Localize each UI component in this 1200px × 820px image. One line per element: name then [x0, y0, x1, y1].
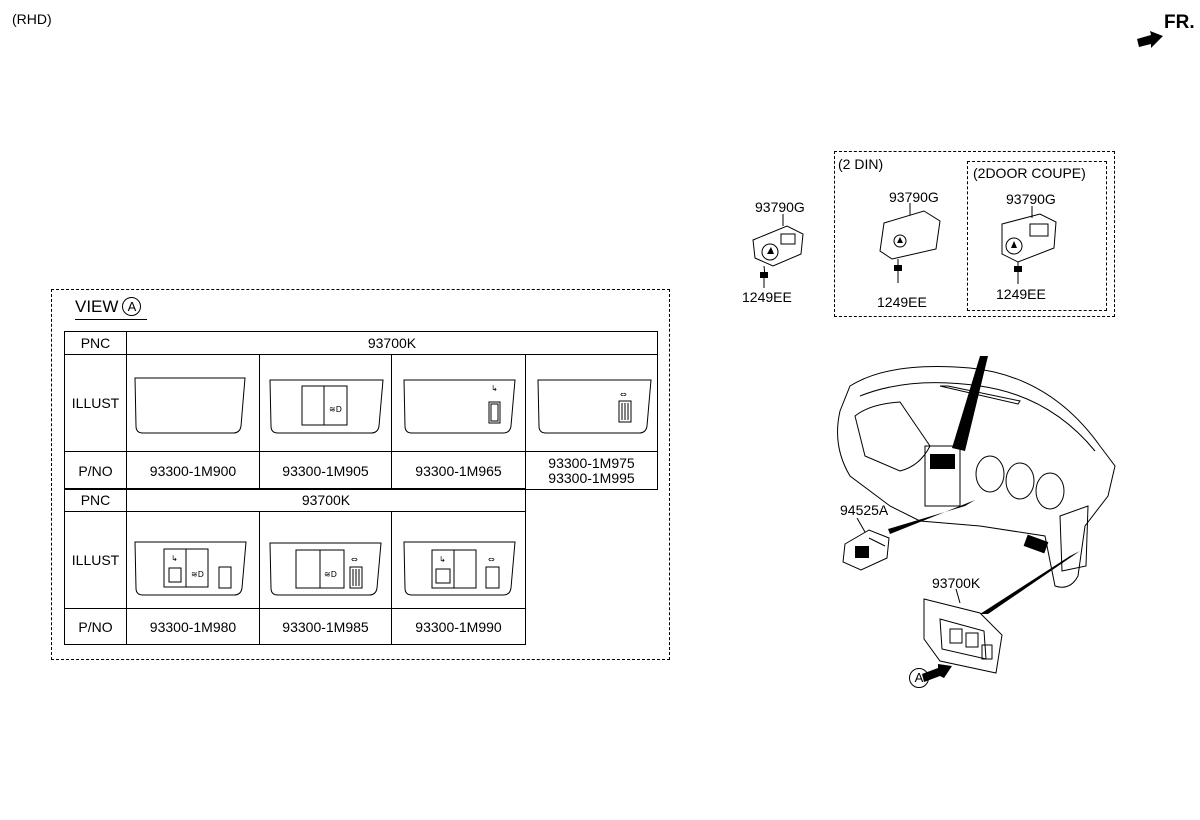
part-number: 93300-1M905: [259, 451, 392, 490]
view-title-text: VIEW: [75, 297, 119, 316]
connector-illustration: [842, 518, 890, 571]
illust-cell: ≋D ⇔: [259, 511, 392, 609]
illust-header: ILLUST: [64, 354, 127, 452]
svg-text:↳: ↳: [439, 555, 446, 564]
arrow-icon: [1137, 31, 1163, 48]
svg-text:≋D: ≋D: [324, 570, 337, 579]
part-number: 93300-1M975: [548, 454, 635, 471]
part-label-switch: 93790G: [889, 189, 939, 205]
panel-part-label: 93700K: [932, 575, 981, 591]
switch-din-illustration: [879, 203, 941, 283]
pnc-value: 93700K: [126, 331, 658, 355]
coupe-group-title: (2DOOR COUPE): [973, 165, 1086, 181]
part-number: 93300-1M900: [126, 451, 260, 490]
part-number: 93300-1M985: [259, 608, 392, 645]
screw-label: 1249EE: [996, 286, 1046, 302]
dashboard-illustration: [837, 356, 1116, 614]
usb-aux-panel-illustration: ⇔: [537, 379, 652, 433]
panel-illustration: [923, 589, 1003, 674]
illust-cell: ↳ ≋D: [126, 511, 260, 609]
parts-table-1: PNC 93700K ILLUST ≋D ↳: [64, 331, 658, 490]
illust-cell: ↳: [391, 354, 526, 452]
coupe-group-frame: [967, 161, 1107, 311]
blank-panel-illustration: [134, 377, 246, 433]
svg-text:≋D: ≋D: [329, 405, 342, 414]
pno-header: P/NO: [64, 608, 127, 645]
illust-cell: ≋D: [259, 354, 392, 452]
pnc-header: PNC: [64, 488, 127, 512]
illust-cell: ⇔: [525, 354, 658, 452]
part-label-switch: 93790G: [1006, 191, 1056, 207]
switch-panel-illustration: ≋D: [269, 379, 384, 433]
svg-text:⇔: ⇔: [488, 555, 495, 564]
connector-part-label: 94525A: [840, 502, 889, 518]
svg-text:⇔: ⇔: [620, 390, 627, 399]
illust-cell: [126, 354, 260, 452]
part-number: 93300-1M965: [391, 451, 526, 490]
svg-text:↳: ↳: [171, 554, 178, 563]
switch-aux-panel-illustration: ≋D ⇔: [269, 542, 382, 595]
pnc-header: PNC: [64, 331, 127, 355]
variant-label: (RHD): [12, 11, 52, 27]
svg-text:↳: ↳: [491, 384, 498, 393]
din-group-frame: [834, 151, 1115, 317]
parts-table-2: PNC 93700K ILLUST ↳ ≋D ≋D ⇔: [64, 488, 526, 645]
part-number: 93300-1M995: [548, 469, 635, 486]
screw-label: 1249EE: [742, 289, 792, 305]
part-number: 93300-1M980: [126, 608, 260, 645]
part-number-pair: 93300-1M975 93300-1M995: [525, 451, 658, 490]
illust-header: ILLUST: [64, 511, 127, 609]
screw-label: 1249EE: [877, 294, 927, 310]
front-direction-indicator: FR.: [1137, 12, 1197, 48]
pno-header: P/NO: [64, 451, 127, 490]
part-number: 93300-1M990: [391, 608, 526, 645]
view-marker: A: [122, 297, 142, 316]
switch-coupe-illustration: [1001, 206, 1057, 284]
switch-usb-panel-illustration: ↳ ≋D: [134, 541, 247, 595]
front-label: FR.: [1164, 12, 1195, 33]
din-group-title: (2 DIN): [838, 156, 884, 172]
usb-panel-illustration: ↳: [403, 379, 516, 433]
view-arrow-icon: [922, 664, 952, 682]
svg-text:≋D: ≋D: [191, 570, 204, 579]
pnc-value: 93700K: [126, 488, 526, 512]
illust-cell: ↳ ⇔: [391, 511, 526, 609]
part-label-switch: 93790G: [755, 199, 805, 215]
switch-standard-illustration: [752, 214, 804, 288]
usb-aux-double-panel-illustration: ↳ ⇔: [403, 541, 516, 595]
view-a-frame: [51, 289, 670, 660]
svg-text:⇔: ⇔: [351, 555, 358, 564]
view-a-marker: A: [909, 668, 929, 688]
